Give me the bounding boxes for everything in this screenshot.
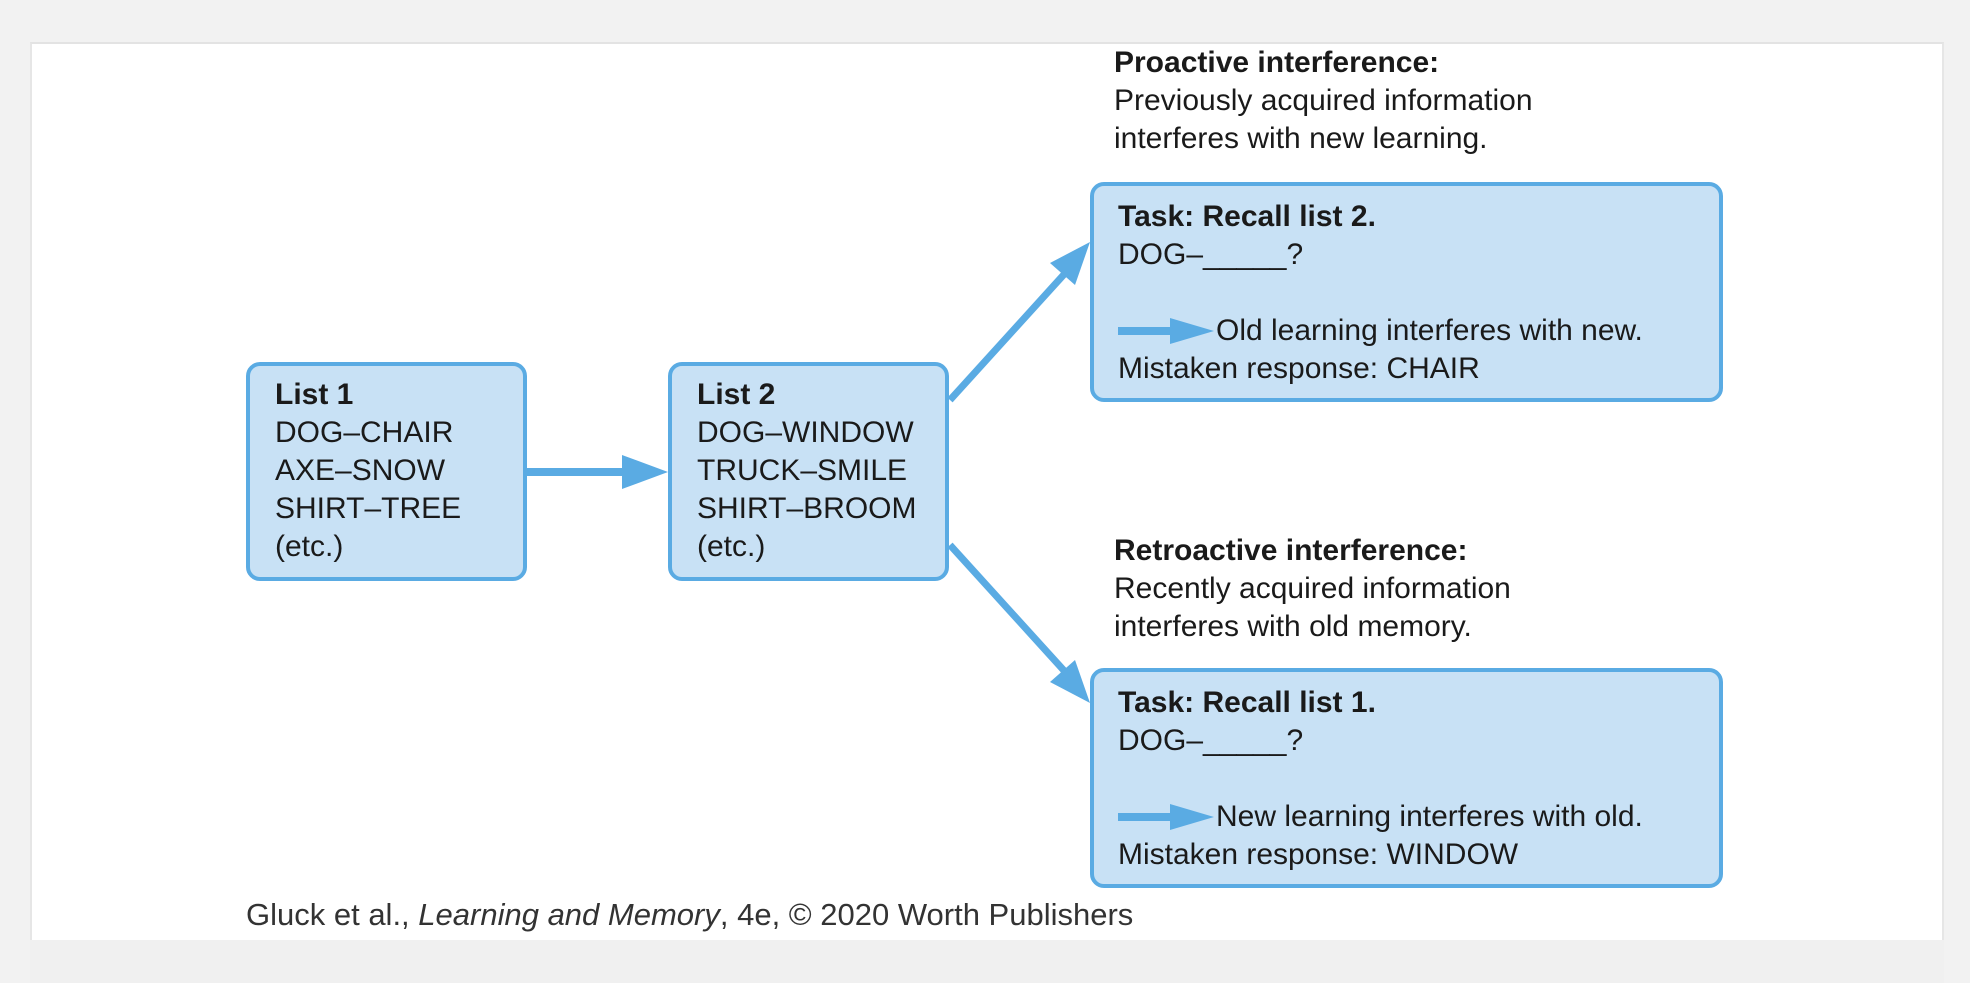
list2-title: List 2	[697, 378, 776, 411]
proactive-mistaken-response: Mistaken response: CHAIR	[1118, 352, 1480, 385]
list1-title: List 1	[275, 378, 354, 411]
retroactive-desc-line: Recently acquired information	[1114, 572, 1511, 605]
arrow-right-icon	[1118, 804, 1214, 830]
caption-publisher: , 4e, © 2020 Worth Publishers	[719, 897, 1134, 932]
list1-item: (etc.)	[275, 530, 344, 563]
retroactive-task-box: Task: Recall list 1. DOG–_____? New lear…	[1090, 668, 1723, 888]
arrow-to-retroactive-head	[1050, 660, 1090, 703]
retroactive-desc-line: interferes with old memory.	[1114, 610, 1472, 643]
arrow-list1-to-list2-head	[622, 455, 668, 489]
list2-item: TRUCK–SMILE	[697, 454, 908, 487]
proactive-heading: Proactive interference:	[1114, 46, 1440, 79]
list1-item: SHIRT–TREE	[275, 492, 462, 525]
list2-item: SHIRT–BROOM	[697, 492, 917, 525]
caption-book-title: Learning and Memory	[418, 897, 720, 932]
list1-item: DOG–CHAIR	[275, 416, 454, 449]
proactive-task-box: Task: Recall list 2. DOG–_____? Old lear…	[1090, 182, 1723, 402]
list2-item: (etc.)	[697, 530, 766, 563]
proactive-effect-text: Old learning interferes with new.	[1216, 314, 1643, 347]
retroactive-task-title: Task: Recall list 1.	[1118, 686, 1376, 719]
list1-item: AXE–SNOW	[275, 454, 446, 487]
figure-caption: Gluck et al., Learning and Memory, 4e, ©…	[246, 897, 1133, 933]
spacer	[1118, 760, 1719, 798]
proactive-effect-line: Old learning interferes with new.	[1118, 312, 1719, 350]
proactive-task-title: Task: Recall list 2.	[1118, 200, 1376, 233]
caption-band	[30, 940, 1944, 983]
retroactive-task-prompt: DOG–_____?	[1118, 724, 1304, 757]
list2-item: DOG–WINDOW	[697, 416, 914, 449]
proactive-annotation: Proactive interference: Previously acqui…	[1114, 44, 1533, 158]
retroactive-mistaken-response: Mistaken response: WINDOW	[1118, 838, 1519, 871]
list1-box: List 1 DOG–CHAIR AXE–SNOW SHIRT–TREE (et…	[246, 362, 527, 581]
proactive-desc-line: interferes with new learning.	[1114, 122, 1488, 155]
arrow-to-retroactive	[947, 542, 1071, 678]
proactive-desc-line: Previously acquired information	[1114, 84, 1533, 117]
arrow-to-proactive	[947, 267, 1071, 403]
list2-box: List 2 DOG–WINDOW TRUCK–SMILE SHIRT–BROO…	[668, 362, 949, 581]
retroactive-effect-line: New learning interferes with old.	[1118, 798, 1719, 836]
spacer	[1118, 274, 1719, 312]
arrow-right-icon	[1118, 318, 1214, 344]
retroactive-heading: Retroactive interference:	[1114, 534, 1468, 567]
arrow-to-proactive-head	[1050, 242, 1090, 285]
retroactive-effect-text: New learning interferes with old.	[1216, 800, 1643, 833]
retroactive-annotation: Retroactive interference: Recently acqui…	[1114, 532, 1511, 646]
caption-authors: Gluck et al.,	[246, 897, 419, 932]
proactive-task-prompt: DOG–_____?	[1118, 238, 1304, 271]
